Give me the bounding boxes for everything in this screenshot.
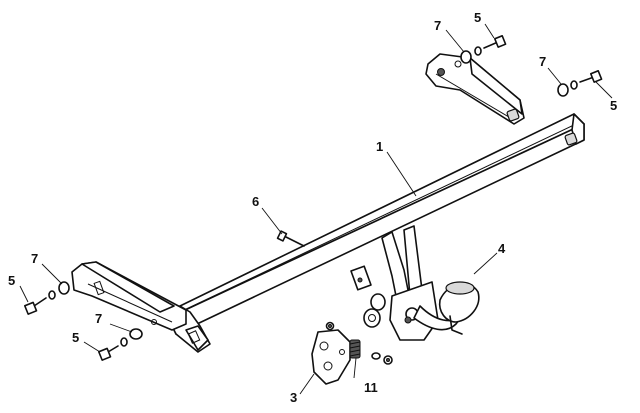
spring — [349, 339, 393, 365]
callout-ball-neck: 4 — [498, 241, 506, 256]
callout-bolt-left-top: 5 — [8, 273, 15, 288]
top-left-fasteners — [460, 34, 507, 64]
left-top-fasteners — [23, 281, 70, 315]
callout-washer-top-left: 7 — [434, 18, 441, 33]
callout-bolt-top-left: 5 — [474, 10, 481, 25]
electrical-socket-plate — [311, 321, 351, 385]
leader-lines — [19, 23, 613, 395]
callout-labels: 1 6 4 7 5 7 5 7 5 7 5 3 11 — [8, 10, 617, 405]
callout-bolt-top-right: 5 — [610, 98, 617, 113]
right-mounting-bracket — [425, 53, 578, 146]
ball-neck — [413, 281, 480, 335]
callout-electrical-plate: 3 — [290, 390, 297, 405]
callout-screw: 6 — [252, 194, 259, 209]
callout-washer-left-bottom: 7 — [95, 311, 102, 326]
cross-beam — [167, 113, 585, 353]
callout-washer-left-top: 7 — [31, 251, 38, 266]
screw — [276, 230, 305, 247]
left-bottom-fasteners — [97, 328, 143, 361]
callout-frame: 1 — [376, 139, 383, 154]
callout-spring: 11 — [364, 380, 378, 395]
callout-bolt-left-bottom: 5 — [72, 330, 79, 345]
callout-washer-top-right: 7 — [539, 54, 546, 69]
left-mounting-bracket — [71, 261, 187, 331]
top-right-fasteners — [557, 69, 603, 97]
